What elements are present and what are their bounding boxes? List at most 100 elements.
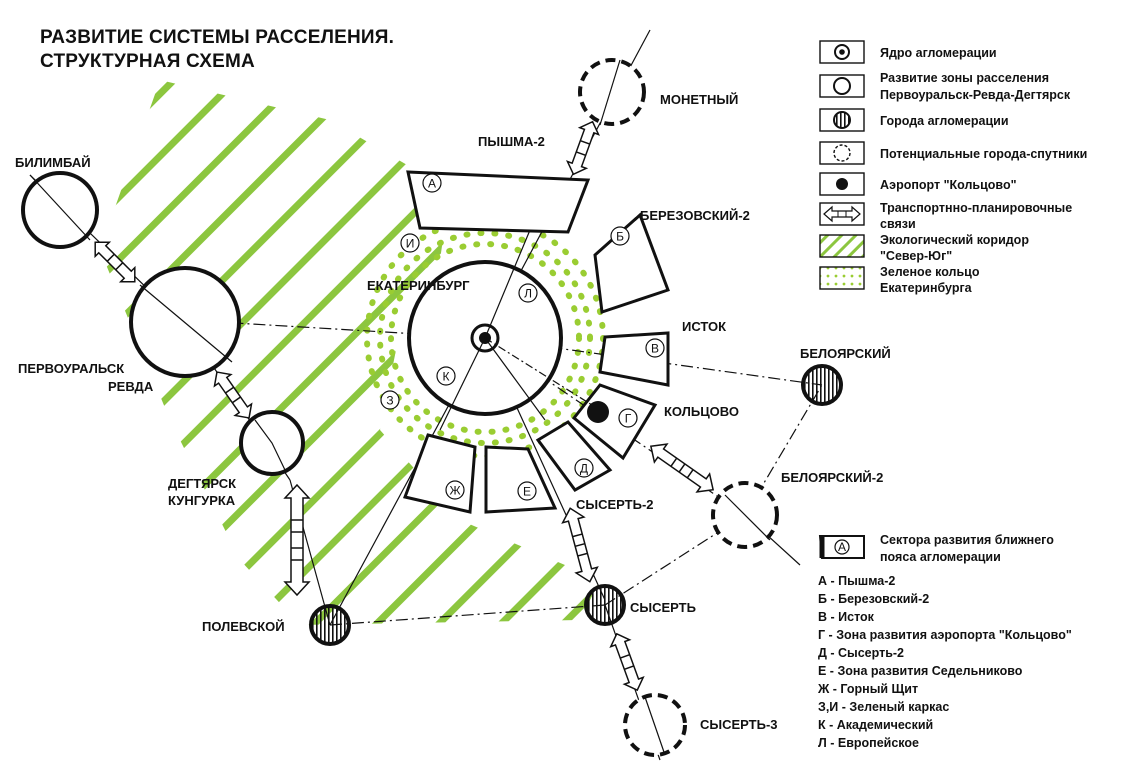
page-subtitle: СТРУКТУРНАЯ СХЕМА [40, 51, 255, 72]
svg-text:Ядро агломерации: Ядро агломерации [880, 46, 997, 60]
svg-text:Экологический коридор: Экологический коридор [880, 233, 1029, 247]
transport-link-monetny [566, 120, 600, 176]
sector-letter-d: Д [574, 458, 594, 478]
label-sysert3: СЫСЕРТЬ-3 [700, 717, 778, 732]
label-sysert2: СЫСЕРТЬ-2 [576, 497, 654, 512]
sector-zh [403, 433, 477, 514]
bilimbai-circle [21, 171, 99, 249]
sector-list-item: Г - Зона развития аэропорта "Кольцово" [818, 628, 1072, 642]
sector-list-item: Е - Зона развития Седельниково [818, 664, 1023, 678]
transport-link-polevskoy [283, 483, 311, 597]
label-berezovsky2: БЕРЕЗОВСКИЙ-2 [640, 208, 750, 223]
label-koltsovo: КОЛЬЦОВО [664, 404, 739, 419]
label-pervouralsk: ПЕРВОУРАЛЬСК [18, 361, 124, 376]
sector-list-item: К - Академический [818, 718, 933, 732]
sector-letter-b: Б [610, 226, 630, 246]
svg-text:И: И [406, 237, 415, 251]
svg-text:Первоуральск-Ревда-Дегтярск: Первоуральск-Ревда-Дегтярск [880, 88, 1071, 102]
beloyarsky-circle [801, 364, 843, 406]
sector-list: А - Пышма-2 Б - Березовский-2 В - Исток … [817, 574, 1072, 750]
sector-letters: А Б В Г Д Е Ж З И К Л [380, 173, 665, 501]
transport-links [94, 120, 715, 692]
svg-text:"Север-Юг": "Север-Юг" [880, 249, 952, 263]
svg-text:связи: связи [880, 217, 916, 231]
transport-link-bilimbai [94, 241, 136, 283]
legend-green-ring: Зеленое кольцо Екатеринбурга [819, 265, 980, 295]
svg-text:Развитие зоны расселения: Развитие зоны расселения [880, 71, 1049, 85]
legend-transport: Транспортнно-планировочные связи [819, 201, 1072, 231]
svg-text:пояса агломерации: пояса агломерации [880, 550, 1001, 564]
svg-text:Б: Б [616, 230, 624, 244]
sector-a [406, 170, 591, 234]
legend-sectors: А Сектора развития ближнего пояса агломе… [818, 533, 1054, 564]
svg-text:Потенциальные города-спутники: Потенциальные города-спутники [880, 147, 1087, 161]
legend-core: Ядро агломерации [819, 40, 997, 64]
svg-text:Е: Е [523, 485, 531, 499]
svg-text:А: А [838, 540, 846, 554]
svg-text:Транспортнно-планировочные: Транспортнно-планировочные [880, 201, 1072, 215]
sector-letter-g: Г [618, 408, 638, 428]
monetny-circle [578, 58, 646, 126]
svg-text:К: К [443, 370, 450, 384]
label-degtyarsk: ДЕГТЯРСК [168, 476, 236, 491]
legend-zone: Развитие зоны расселения Первоуральск-Ре… [819, 71, 1071, 102]
sector-list-item: В - Исток [818, 610, 875, 624]
svg-text:Города агломерации: Города агломерации [880, 114, 1009, 128]
svg-text:Ж: Ж [449, 484, 460, 498]
label-beloyarsky2: БЕЛОЯРСКИЙ-2 [781, 470, 883, 485]
legend: Ядро агломерации Развитие зоны расселени… [818, 40, 1087, 564]
sysert-circle [584, 584, 626, 626]
sector-letter-l: Л [518, 283, 538, 303]
sector-list-item: Б - Березовский-2 [818, 592, 929, 606]
page-title: РАЗВИТИЕ СИСТЕМЫ РАССЕЛЕНИЯ. [40, 27, 395, 48]
polevskoy-circle [309, 604, 351, 646]
transport-link-degtyarsk [213, 371, 253, 419]
sector-letter-k: К [436, 366, 456, 386]
sector-list-item: Л - Европейское [818, 736, 919, 750]
airport-icon [587, 401, 609, 423]
svg-text:Зеленое кольцо: Зеленое кольцо [880, 265, 980, 279]
svg-text:Сектора развития ближнего: Сектора развития ближнего [880, 533, 1054, 547]
sector-e [484, 445, 558, 514]
sector-b [593, 212, 670, 315]
svg-text:Екатеринбурга: Екатеринбурга [880, 281, 973, 295]
transport-link-beloyarsky2 [649, 443, 715, 493]
sector-list-item: А - Пышма-2 [818, 574, 895, 588]
label-polevskoy: ПОЛЕВСКОЙ [202, 619, 285, 634]
label-beloyarsky: БЕЛОЯРСКИЙ [800, 346, 891, 361]
svg-text:В: В [651, 342, 659, 356]
label-pyshma2: ПЫШМА-2 [478, 134, 545, 149]
sector-letter-i: И [400, 233, 420, 253]
svg-text:Аэропорт "Кольцово": Аэропорт "Кольцово" [880, 178, 1017, 192]
label-revda: РЕВДА [108, 379, 154, 394]
sector-list-item: З,И - Зеленый каркас [818, 700, 949, 714]
svg-text:З: З [386, 394, 393, 408]
sector-list-item: Ж - Горный Щит [817, 682, 918, 696]
label-kungurka: КУНГУРКА [168, 493, 236, 508]
svg-text:Л: Л [524, 287, 532, 301]
legend-airport: Аэропорт "Кольцово" [819, 172, 1017, 196]
label-bilimbai: БИЛИМБАЙ [15, 155, 91, 170]
legend-eco-corridor: Экологический коридор "Север-Юг" [819, 233, 1029, 263]
sector-list-item: Д - Сысерть-2 [818, 646, 904, 660]
legend-satellites: Потенциальные города-спутники [819, 141, 1087, 165]
transport-link-sysert3 [609, 632, 645, 692]
label-monetny: МОНЕТНЫЙ [660, 92, 738, 107]
sector-letter-z: З [380, 390, 400, 410]
sector-letter-v: В [645, 338, 665, 358]
sector-letter-a: А [422, 173, 442, 193]
agglomeration-towns [309, 364, 843, 646]
svg-text:А: А [428, 177, 436, 191]
label-sysert: СЫСЕРТЬ [630, 600, 696, 615]
transport-link-sysert [561, 507, 599, 583]
city-labels: ЕКАТЕРИНБУРГ БИЛИМБАЙ ПЕРВОУРАЛЬСК РЕВДА… [15, 92, 891, 732]
svg-text:Д: Д [580, 462, 588, 476]
sector-letter-zh: Ж [445, 480, 465, 500]
label-ekaterinburg: ЕКАТЕРИНБУРГ [367, 278, 470, 293]
label-istok: ИСТОК [682, 319, 726, 334]
legend-towns: Города агломерации [819, 108, 1009, 132]
svg-text:Г: Г [625, 412, 632, 426]
sector-letter-e: Е [517, 481, 537, 501]
